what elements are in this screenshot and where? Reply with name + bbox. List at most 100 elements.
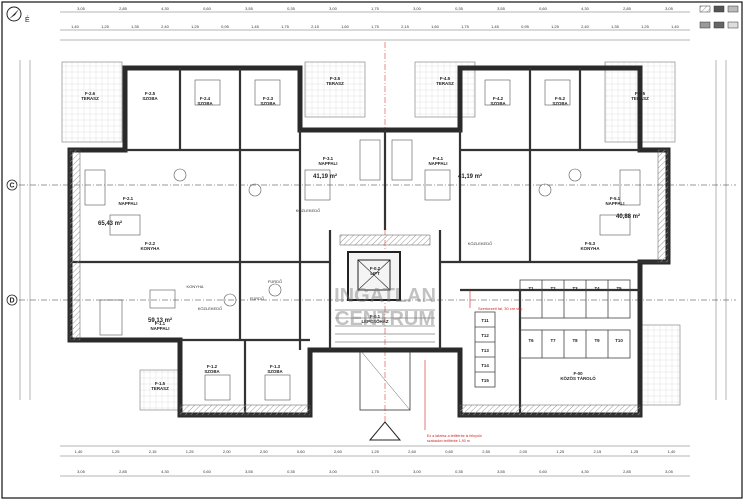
dimension-label: 2,40 (581, 24, 590, 29)
dimension-label: 1,40 (71, 24, 80, 29)
grid-letter-c: C (9, 183, 14, 190)
dimension-label: 2,00 (519, 449, 528, 454)
storage-unit-label: T5 (616, 286, 622, 291)
dimension-label: 1,25 (631, 449, 640, 454)
storage-unit-label: T14 (481, 363, 489, 368)
room-name-label: NAPPALI (429, 161, 448, 166)
room-id-label: F-2.4 (200, 96, 211, 101)
dimension-label: 3,00 (329, 469, 338, 474)
dimension-label: 1,45 (251, 24, 260, 29)
room-name-label: TERASZ (81, 96, 99, 101)
dimension-label: 0,95 (221, 24, 230, 29)
dimension-label: 1,75 (371, 6, 380, 11)
room-name-label: NAPPALI (151, 326, 170, 331)
watermark-line-1: INGATLAN (334, 285, 436, 307)
room-name-label: SZOBA (197, 101, 213, 106)
dimension-label: 0,35 (455, 6, 464, 11)
room-id-label: F-0.1 (370, 314, 381, 319)
storage-unit-label: T9 (594, 338, 600, 343)
storage-grid (474, 279, 631, 388)
area-label: 41,19 m² (458, 173, 482, 180)
side-dimension-lines (19, 60, 727, 400)
storage-unit-label: T3 (572, 286, 578, 291)
dimension-label: 3,00 (329, 6, 338, 11)
room-name-label: SZOBA (260, 101, 276, 106)
room-name-label: SZOBA (142, 96, 158, 101)
dimension-label: 1,75 (371, 24, 380, 29)
dimension-label: 0,60 (539, 6, 548, 11)
dimension-label: 2,50 (482, 449, 491, 454)
legend-swatches (699, 5, 739, 29)
dimension-label: 3,05 (77, 469, 86, 474)
dimension-label: 0,95 (521, 24, 530, 29)
room-name-label: NAPPALI (319, 161, 338, 166)
dimension-label: 2,85 (623, 6, 632, 11)
dimension-label: 0,35 (455, 469, 464, 474)
misc-room-label: KÖZLEKEDŐ (468, 241, 492, 246)
room-name-label: SZOBA (267, 369, 283, 374)
storage-unit-label: T13 (481, 348, 489, 353)
dimension-label: 2,15 (593, 449, 602, 454)
north-label: É (25, 15, 30, 24)
room-name-label: KÖZÖS TÁROLÓ (560, 376, 596, 381)
room-id-label: F-1.5 (155, 381, 166, 386)
dimension-label: 2,60 (408, 449, 417, 454)
storage-unit-label: T12 (481, 333, 489, 338)
misc-room-label: FÜRDŐ (250, 296, 264, 301)
grid-letter-d: D (9, 298, 14, 305)
dimension-label: 1,25 (112, 449, 121, 454)
structural-hatching (69, 149, 669, 416)
dimension-label: 1,25 (191, 24, 200, 29)
dimension-label: 2,00 (223, 449, 232, 454)
room-id-label: F-3.5 (330, 76, 341, 81)
dimension-label: 1,25 (186, 449, 195, 454)
room-name-label: NAPPALI (606, 201, 625, 206)
dimension-label: 1,40 (671, 24, 680, 29)
room-id-label: F-0.2 (370, 266, 381, 271)
dimension-label: 1,25 (641, 24, 650, 29)
room-name-label: TERASZ (151, 386, 169, 391)
room-id-label: F-5.1 (610, 196, 621, 201)
furniture (84, 79, 641, 401)
dimension-label: 0,35 (287, 6, 296, 11)
room-id-label: F-1.1 (155, 321, 166, 326)
room-name-label: LÉPCSŐHÁZ (361, 319, 388, 324)
room-name-label: LIFT (370, 271, 380, 276)
room-id-label: F-1.2 (207, 364, 218, 369)
bottom-dimension-lines (60, 445, 690, 477)
storage-unit-label: T6 (528, 338, 534, 343)
room-id-label: F-2.5 (145, 91, 156, 96)
misc-room-label: KÖZLEKEDŐ (198, 306, 222, 311)
dimension-label: 2,15 (401, 24, 410, 29)
dimension-label: 2,85 (623, 469, 632, 474)
dimension-label: 1,45 (491, 24, 500, 29)
storage-unit-label: T1 (528, 286, 534, 291)
red-annotations: Szerkezeti fal, 30 cm vtg. Ez a lakrész … (424, 290, 523, 443)
watermark-line-2: CENTRUM (335, 308, 435, 330)
dimension-label: 2,85 (119, 469, 128, 474)
room-id-label: F-3.1 (323, 156, 334, 161)
dimension-label: 3,00 (413, 6, 422, 11)
dimension-label: 0,60 (203, 469, 212, 474)
dimension-label: 2,85 (119, 6, 128, 11)
inner-walls (70, 68, 668, 415)
room-id-label: F-5.2 (555, 96, 566, 101)
room-id-label: F-1.3 (270, 364, 281, 369)
dimension-label: 2,50 (260, 449, 269, 454)
dimension-label: 1,35 (131, 24, 140, 29)
storage-unit-label: T10 (615, 338, 623, 343)
room-id-label: F-2.3 (263, 96, 274, 101)
dimension-label: 1,35 (611, 24, 620, 29)
room-name-label: TERASZ (436, 81, 454, 86)
dimension-label: 3,05 (665, 6, 674, 11)
dimension-label: 0,35 (287, 469, 296, 474)
note-structural-wall: Szerkezeti fal, 30 cm vtg. (478, 306, 523, 311)
dimension-label: 1,75 (281, 24, 290, 29)
room-id-label: F-5.5 (635, 91, 646, 96)
